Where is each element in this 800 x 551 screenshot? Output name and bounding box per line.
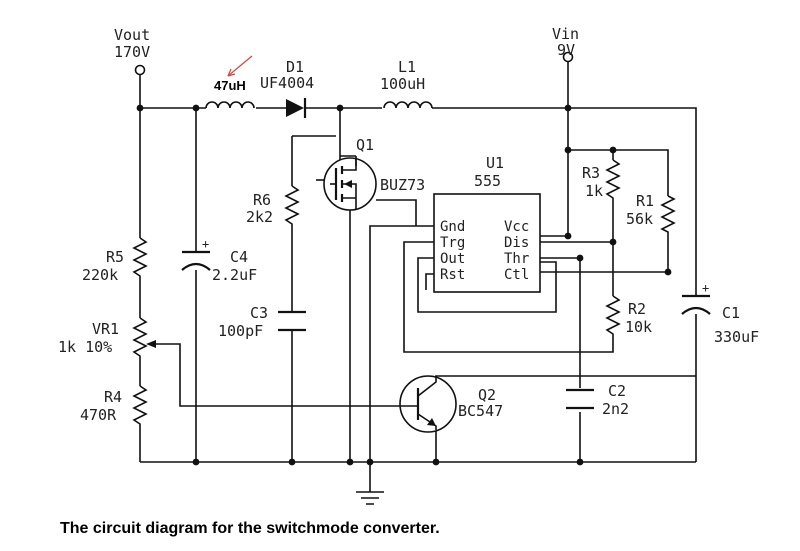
r2-ref: R2	[628, 300, 646, 318]
capacitor-c2: C2 2n2	[566, 382, 629, 418]
u1-pin-thr: Thr	[504, 251, 529, 267]
inductor-47uh-value: 47uH	[214, 78, 246, 93]
resistor-r6: R6 2k2	[246, 185, 300, 238]
vin-name: Vin	[552, 25, 579, 43]
u1-pin-dis: Dis	[504, 235, 529, 251]
r4-value: 470R	[80, 406, 117, 424]
resistor-r4: R4 470R	[80, 385, 148, 428]
u1-pin-ctl: Ctl	[504, 267, 529, 283]
vin-terminal: Vin 9V	[552, 25, 579, 63]
r5-value: 220k	[82, 266, 118, 284]
resistor-r1: R1 56k	[626, 192, 676, 238]
vout-value: 170V	[114, 43, 150, 61]
inductor-l1: L1 100uH	[380, 58, 433, 109]
capacitor-c1: + C1 330uF	[681, 281, 759, 346]
capacitor-c4: + C4 2.2uF	[181, 237, 257, 284]
u1-pin-rst: Rst	[440, 267, 465, 283]
d1-value: UF4004	[260, 74, 314, 92]
transistor-q2: Q2 BC547	[399, 375, 503, 433]
u1-pin-trg: Trg	[440, 235, 465, 251]
resistor-r2: R2 10k	[605, 295, 652, 338]
capacitor-c3: C3 100pF	[218, 304, 306, 340]
q1-value: BUZ73	[380, 176, 425, 194]
u1-pin-gnd: Gnd	[440, 219, 465, 235]
diode-d1: D1 UF4004	[260, 58, 314, 118]
u1-ref: U1	[486, 154, 504, 172]
junctions	[136, 104, 672, 466]
c4-ref: C4	[230, 248, 248, 266]
c2-value: 2n2	[602, 400, 629, 418]
r2-value: 10k	[625, 318, 652, 336]
vout-name: Vout	[114, 26, 150, 44]
c2-ref: C2	[608, 382, 626, 400]
r5-ref: R5	[106, 248, 124, 266]
d1-ref: D1	[286, 58, 304, 76]
q2-value: BC547	[458, 402, 503, 420]
r6-value: 2k2	[246, 208, 273, 226]
c4-value: 2.2uF	[212, 266, 257, 284]
resistor-r5: R5 220k	[82, 237, 148, 284]
u1-pin-vcc: Vcc	[504, 219, 529, 235]
vout-terminal: Vout 170V	[114, 26, 150, 76]
c3-ref: C3	[250, 304, 268, 322]
r3-value: 1k	[585, 182, 603, 200]
vr1-value: 1k 10%	[58, 338, 112, 356]
c3-value: 100pF	[218, 322, 263, 340]
mosfet-q1: Q1 BUZ73	[323, 136, 425, 211]
vin-value: 9V	[557, 41, 575, 59]
r1-value: 56k	[626, 210, 653, 228]
u1-value: 555	[474, 172, 501, 190]
l1-ref: L1	[398, 58, 416, 76]
c1-ref: C1	[722, 304, 740, 322]
vr1-ref: VR1	[92, 320, 119, 338]
q2-ref: Q2	[478, 386, 496, 404]
r4-ref: R4	[104, 388, 122, 406]
l1-value: 100uH	[380, 75, 425, 93]
svg-text:+: +	[202, 237, 209, 251]
potentiometer-vr1: VR1 1k 10%	[58, 317, 156, 362]
ground-symbol	[356, 491, 384, 505]
inductor-47uh: 47uH	[205, 55, 255, 109]
c1-value: 330uF	[714, 328, 759, 346]
r6-ref: R6	[253, 191, 271, 209]
resistor-r3: R3 1k	[582, 159, 621, 202]
q1-ref: Q1	[356, 136, 374, 154]
diagram-caption: The circuit diagram for the switchmode c…	[60, 520, 440, 537]
r3-ref: R3	[582, 164, 600, 182]
ic-u1-555: U1 555 Gnd Trg Out Rst Vcc Dis Thr Ctl	[433, 154, 541, 293]
u1-pin-out: Out	[440, 251, 465, 267]
r1-ref: R1	[636, 192, 654, 210]
svg-text:+: +	[702, 281, 709, 295]
